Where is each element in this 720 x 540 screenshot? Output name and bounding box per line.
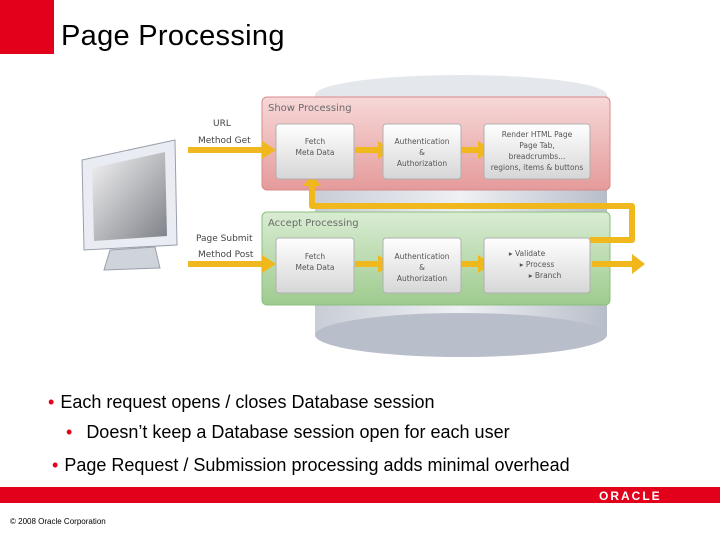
accept-step-validate-line1: ▸ Validate <box>509 249 546 258</box>
accept-request-label-method: Method Post <box>198 250 254 260</box>
brand-block <box>0 0 54 54</box>
show-step-render-line1: Render HTML Page <box>502 130 573 139</box>
show-step-auth-line1: Authentication <box>394 137 449 146</box>
show-request-label-method: Method Get <box>198 136 251 146</box>
bullet-dot-icon: • <box>52 455 59 475</box>
accept-step-validate-line3: ▸ Branch <box>529 271 562 280</box>
show-request-label-url: URL <box>213 119 231 129</box>
accept-step-auth-line3: Authorization <box>397 274 447 283</box>
accept-step-auth-line2: & <box>419 263 425 272</box>
bullet-item: •Each request opens / closes Database se… <box>48 392 435 412</box>
page-title: Page Processing <box>61 20 285 52</box>
show-processing-header: Show Processing <box>268 103 352 114</box>
computer-monitor-icon <box>81 139 178 271</box>
show-step-render-box <box>483 123 591 180</box>
show-step-render-line2: Page Tab, <box>519 141 555 150</box>
show-step-fetch-line2: Meta Data <box>296 148 335 157</box>
show-step-auth-line2: & <box>419 148 425 157</box>
show-step-render-line4: regions, items & buttons <box>491 163 584 172</box>
accept-step-fetch-box <box>275 237 355 294</box>
oracle-logo: ORACLE <box>599 489 662 503</box>
copyright-footer: © 2008 Oracle Corporation <box>10 517 106 526</box>
show-step-fetch-box <box>275 123 355 180</box>
accept-processing-header: Accept Processing <box>268 218 359 229</box>
show-step-auth-box <box>382 123 462 180</box>
show-step-fetch-line1: Fetch <box>305 137 326 146</box>
accept-step-fetch-line1: Fetch <box>305 252 326 261</box>
footer-bar <box>0 487 720 503</box>
bullet-dot-icon: • <box>66 422 73 442</box>
arrow-branch-loop <box>309 186 635 243</box>
accept-step-validate-line2: ▸ Process <box>520 260 555 269</box>
bullet-subitem: •Doesn’t keep a Database session open fo… <box>66 422 510 442</box>
accept-step-auth-line1: Authentication <box>394 252 449 261</box>
bullet-dot-icon: • <box>48 392 55 412</box>
show-step-render-line3: breadcrumbs... <box>509 152 566 161</box>
page-processing-diagram: Show Processing Accept Processing URL Me… <box>81 75 645 357</box>
accept-request-label-submit: Page Submit <box>196 234 253 244</box>
accept-step-validate-box <box>483 237 591 294</box>
show-step-auth-line3: Authorization <box>397 159 447 168</box>
accept-step-auth-box <box>382 237 462 294</box>
bullet-item: •Page Request / Submission processing ad… <box>52 455 570 475</box>
flow-arrows <box>188 147 635 267</box>
accept-step-fetch-line2: Meta Data <box>296 263 335 272</box>
